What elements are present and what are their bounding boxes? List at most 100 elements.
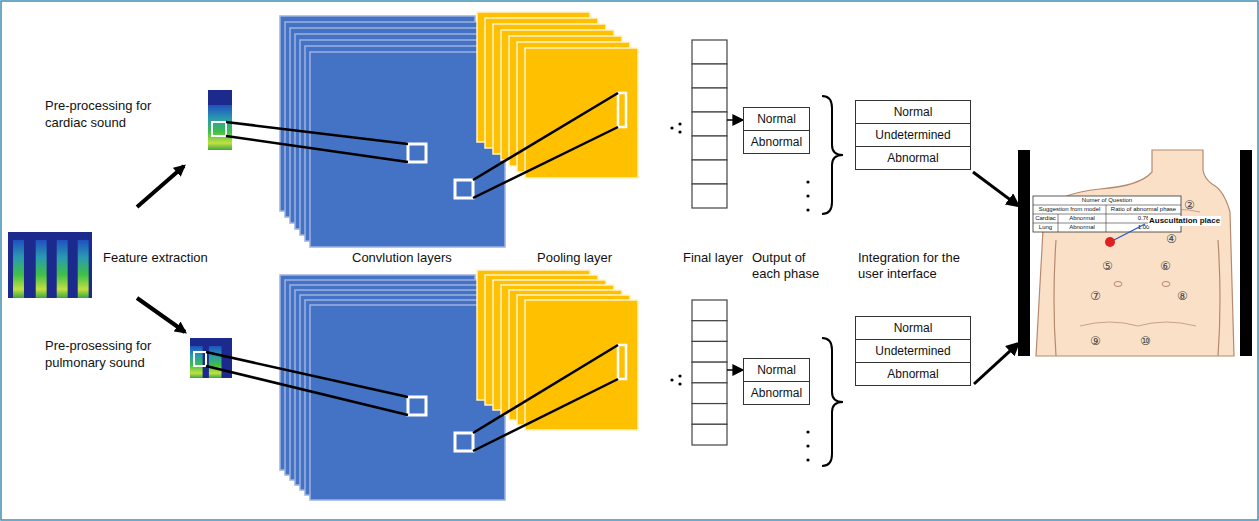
callout-number: ② — [1184, 198, 1195, 212]
branch-label: Pre-prosessing for pulmonary sound — [45, 338, 151, 370]
table-cell-holder: Ratio of abnormal phase — [1106, 205, 1181, 214]
dense-unit — [692, 362, 727, 383]
ellipsis-dot — [806, 458, 809, 461]
table-cell-holder: Cardiac — [1033, 214, 1058, 223]
projection-line — [206, 366, 408, 415]
stage-label: Feature extraction — [103, 250, 208, 265]
auscultation-marker — [1105, 237, 1115, 247]
class-label: Normal — [856, 101, 970, 123]
dense-unit — [692, 341, 727, 362]
stage-label: Output of each phase — [752, 250, 819, 281]
stage-label-holder: Feature extraction — [103, 250, 208, 266]
callout-number-holder: ④ — [1166, 232, 1177, 246]
ellipsis-dot — [806, 444, 809, 447]
pool-window — [618, 345, 626, 379]
dense-unit — [692, 404, 727, 425]
class-label: Undetermined — [856, 339, 970, 362]
table-rule — [1058, 214, 1059, 232]
table-cell: Abnormal — [1069, 215, 1095, 221]
table-cell-holder: Abnormal — [1058, 223, 1106, 232]
table-border — [1033, 196, 1181, 232]
result-table — [1033, 196, 1181, 232]
callout-number: ⑩ — [1140, 334, 1151, 348]
class-output-box: NormalAbnormal — [743, 358, 810, 405]
spectrogram-burst — [208, 105, 232, 150]
stage-label-holder: Output of each phase — [752, 250, 824, 282]
bracket — [822, 338, 843, 466]
ellipsis-dot — [670, 378, 673, 381]
user-interface-panel: Auscultation place — [1018, 150, 1252, 356]
callout-number-holder: ⑧ — [1177, 289, 1188, 303]
table-cell: Suggestion from model — [1039, 206, 1101, 212]
ellipsis-dot — [678, 122, 681, 125]
dense-unit — [692, 88, 727, 112]
spectrogram-burst — [78, 240, 89, 298]
convolution-stack — [280, 275, 505, 500]
arm-line — [1218, 240, 1220, 356]
class-output-box: NormalUndeterminedAbnormal — [855, 100, 971, 170]
callout-number-holder: ⑨ — [1090, 334, 1101, 348]
flow-arrow — [727, 119, 742, 121]
kernel-window — [455, 433, 473, 451]
table-cell: Lung — [1039, 224, 1052, 230]
flow-arrow — [727, 369, 742, 371]
stage-label-holder: Convlution layers — [352, 250, 452, 266]
table-rule — [1106, 205, 1107, 232]
ellipsis-dot — [806, 194, 809, 197]
table-cell: Abnormal — [1069, 224, 1095, 230]
dense-unit — [692, 300, 727, 321]
table-cell: Cardiac — [1035, 215, 1056, 221]
feature-map — [525, 300, 638, 430]
callout-number-holder: ⑦ — [1090, 289, 1101, 303]
branch-label: Pre-processing for cardiac sound — [45, 98, 151, 130]
table-cell-holder: Lung — [1033, 223, 1058, 232]
class-label: Abnormal — [744, 381, 809, 404]
class-label: Abnormal — [744, 130, 809, 153]
torso-outline — [1036, 150, 1234, 356]
ellipsis-dot — [678, 374, 681, 377]
callout-number: ⑧ — [1177, 289, 1188, 303]
spectrogram-burst — [36, 240, 47, 298]
callout-number-holder: ② — [1184, 198, 1195, 212]
kernel-window — [408, 397, 426, 415]
dense-unit — [692, 184, 727, 208]
spectrogram-ground — [208, 90, 232, 150]
panel-bar — [1018, 150, 1030, 356]
spectrogram-ground — [8, 232, 92, 298]
flow-arrow — [137, 298, 185, 332]
focus-window — [194, 352, 206, 366]
class-label: Normal — [744, 359, 809, 381]
projection-line — [473, 379, 618, 451]
kernel-window — [408, 144, 426, 162]
branch-label-holder: Pre-processing for cardiac sound — [45, 97, 175, 131]
pool-window — [618, 93, 626, 127]
class-label: Normal — [744, 108, 809, 130]
callout-number: ④ — [1166, 232, 1177, 246]
dense-unit — [692, 112, 727, 136]
class-output-box: NormalAbnormal — [743, 107, 810, 154]
callout-number-holder: ⑥ — [1160, 259, 1171, 273]
feature-map — [310, 52, 505, 247]
nipple — [1162, 282, 1170, 287]
rib-line — [1080, 322, 1196, 326]
dense-unit — [692, 424, 727, 445]
input-spectrogram — [8, 232, 92, 298]
pooling-stack — [477, 270, 638, 430]
ellipsis-dot — [670, 126, 673, 129]
projection-line — [226, 136, 408, 162]
stage-label-holder: Final layer — [683, 250, 743, 266]
callout-number: ⑦ — [1090, 289, 1101, 303]
dense-unit — [692, 383, 727, 404]
ellipsis-dot — [678, 130, 681, 133]
result-arrow — [973, 172, 1018, 206]
cardiac-spectrogram — [208, 90, 232, 150]
dense-unit — [692, 136, 727, 160]
table-cell: Ratio of abnormal phase — [1111, 206, 1176, 212]
spectrogram-burst — [190, 346, 203, 378]
stage-label-holder: Integration for the user interface — [858, 250, 980, 282]
bracket — [822, 96, 843, 214]
stage-label-holder: Pooling layer — [537, 250, 612, 266]
callout-number: ⑤ — [1102, 259, 1113, 273]
result-arrow — [974, 344, 1018, 384]
stage-label: Final layer — [683, 250, 743, 265]
